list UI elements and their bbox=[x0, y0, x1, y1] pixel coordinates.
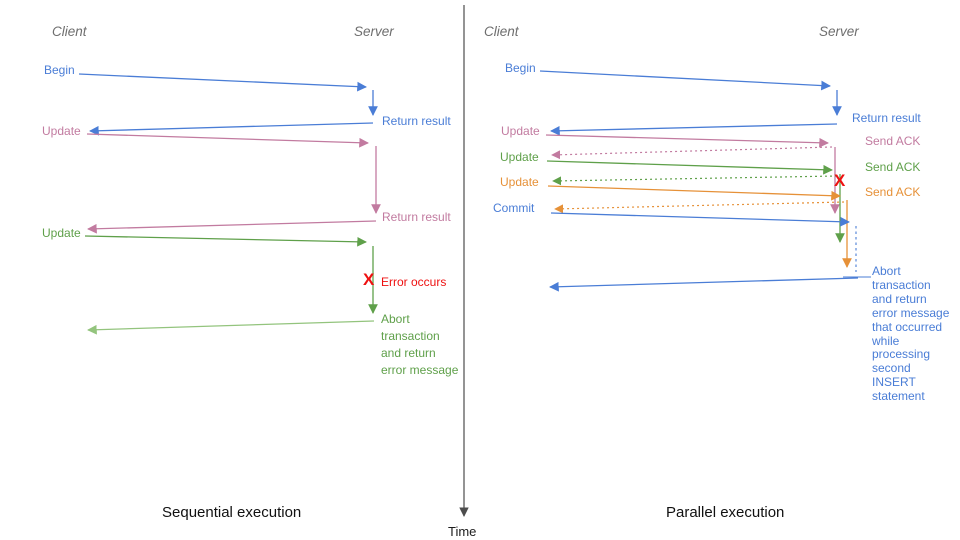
par-ack2-line bbox=[552, 175, 838, 186]
seq-server-header: Server bbox=[354, 24, 394, 39]
seq-update1-label: Update bbox=[42, 124, 81, 138]
seq-error-label: Error occurs bbox=[381, 275, 447, 289]
par-abort-label: Abort transaction and return error messa… bbox=[872, 264, 950, 404]
seq-caption: Sequential execution bbox=[162, 504, 302, 521]
par-return1-label: Return result bbox=[852, 111, 921, 125]
par-abort-return-line bbox=[549, 277, 859, 292]
seq-abort-label: Abort transaction and return error messa… bbox=[381, 312, 459, 377]
par-ack1-line bbox=[551, 146, 833, 160]
par-client-header: Client bbox=[484, 24, 519, 39]
seq-client-header: Client bbox=[52, 24, 87, 39]
par-ack2-label: Send ACK bbox=[865, 160, 921, 174]
par-update2-request-line bbox=[546, 160, 833, 175]
seq-return1-label: Return result bbox=[382, 114, 451, 128]
seq-update1-request-line bbox=[86, 133, 369, 148]
par-update1-label: Update bbox=[501, 124, 540, 138]
time-axis-label: Time bbox=[448, 524, 477, 539]
par-begin-label: Begin bbox=[505, 61, 536, 75]
seq-return2-label: Return result bbox=[382, 210, 451, 224]
par-caption: Parallel execution bbox=[666, 504, 785, 521]
seq-error-x-mark: X bbox=[363, 270, 375, 289]
seq-update2-label: Update bbox=[42, 226, 81, 240]
par-update1-request-line bbox=[545, 134, 829, 148]
par-commit-request-line bbox=[550, 212, 850, 227]
par-update2-label: Update bbox=[500, 150, 539, 164]
seq-begin-label: Begin bbox=[44, 63, 75, 77]
par-server-header: Server bbox=[819, 24, 859, 39]
seq-update2-request-line bbox=[84, 235, 367, 247]
seq-return2-line bbox=[87, 220, 377, 234]
par-commit-label: Commit bbox=[493, 201, 535, 215]
seq-abort-return-line bbox=[87, 320, 375, 335]
par-ack1-label: Send ACK bbox=[865, 134, 921, 148]
seq-begin-request-line bbox=[78, 73, 367, 92]
par-begin-request-line bbox=[539, 70, 831, 91]
par-ack3-label: Send ACK bbox=[865, 185, 921, 199]
par-return1-line bbox=[550, 123, 838, 136]
par-update3-label: Update bbox=[500, 175, 539, 189]
par-ack3-line bbox=[554, 201, 845, 214]
seq-return1-line bbox=[89, 122, 374, 136]
par-update3-request-line bbox=[547, 185, 841, 201]
par-error-x-mark: X bbox=[834, 171, 846, 190]
